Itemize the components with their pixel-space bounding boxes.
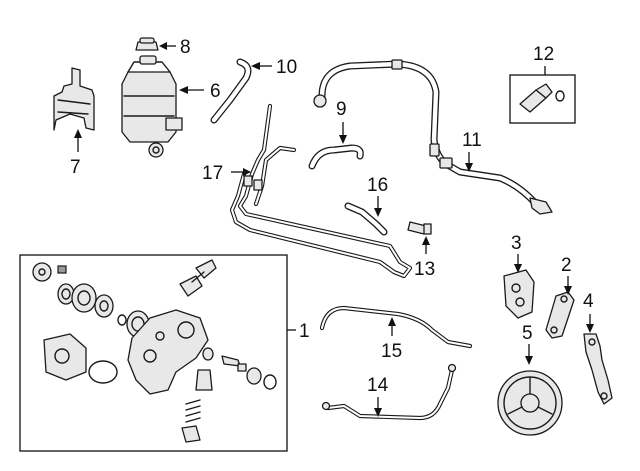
callout-15: 15	[381, 317, 402, 362]
callout-label-16: 16	[367, 175, 388, 196]
callout-label-7: 7	[70, 157, 81, 178]
callout-label-5: 5	[522, 323, 533, 344]
part-17-return-tube	[229, 103, 413, 279]
callout-label-6: 6	[210, 81, 221, 102]
callout-14: 14	[367, 375, 389, 417]
part-1-pump-assembly-box	[19, 254, 288, 452]
part-3-bracket	[503, 269, 535, 319]
callout-label-2: 2	[561, 255, 572, 276]
callout-10: 10	[251, 57, 297, 78]
callout-label-15: 15	[381, 341, 402, 362]
callout-16: 16	[367, 175, 388, 217]
callout-label-11: 11	[462, 130, 482, 151]
callout-label-4: 4	[583, 291, 594, 312]
callout-label-1: 1	[299, 321, 310, 342]
callout-2: 2	[561, 255, 572, 295]
callout-1: 1	[287, 321, 310, 342]
part-12-valve-box	[509, 74, 576, 124]
callout-label-14: 14	[367, 375, 389, 396]
part-10-hose	[210, 58, 252, 124]
callout-4: 4	[583, 291, 594, 333]
callout-12: 12	[533, 44, 554, 75]
part-9-hose	[308, 144, 364, 170]
callout-label-12: 12	[533, 44, 554, 65]
part-8-cap	[135, 37, 159, 51]
part-4-bracket	[583, 333, 613, 405]
part-7-bracket	[53, 67, 95, 131]
callout-label-9: 9	[336, 99, 347, 120]
callout-label-13: 13	[414, 259, 435, 280]
part-11-pressure-hose	[313, 59, 553, 215]
callout-9: 9	[336, 99, 347, 144]
callout-8: 8	[159, 37, 191, 58]
callout-label-8: 8	[180, 37, 191, 58]
part-5-pulley	[497, 370, 563, 436]
part-15-tube	[319, 305, 473, 349]
part-16-hose	[344, 202, 388, 236]
part-13-bolt	[407, 221, 432, 235]
callout-5: 5	[522, 323, 533, 365]
callout-11: 11	[462, 130, 482, 172]
callout-13: 13	[414, 236, 435, 280]
part-2-bracket	[545, 291, 575, 339]
callout-label-17: 17	[202, 163, 223, 184]
callout-3: 3	[511, 233, 522, 273]
callout-label-3: 3	[511, 233, 522, 254]
callout-label-10: 10	[276, 57, 297, 78]
callout-7: 7	[70, 129, 82, 178]
part-14-tube	[321, 363, 457, 421]
part-6-reservoir	[121, 55, 183, 158]
callout-6: 6	[179, 81, 221, 102]
callout-17: 17	[202, 163, 251, 184]
